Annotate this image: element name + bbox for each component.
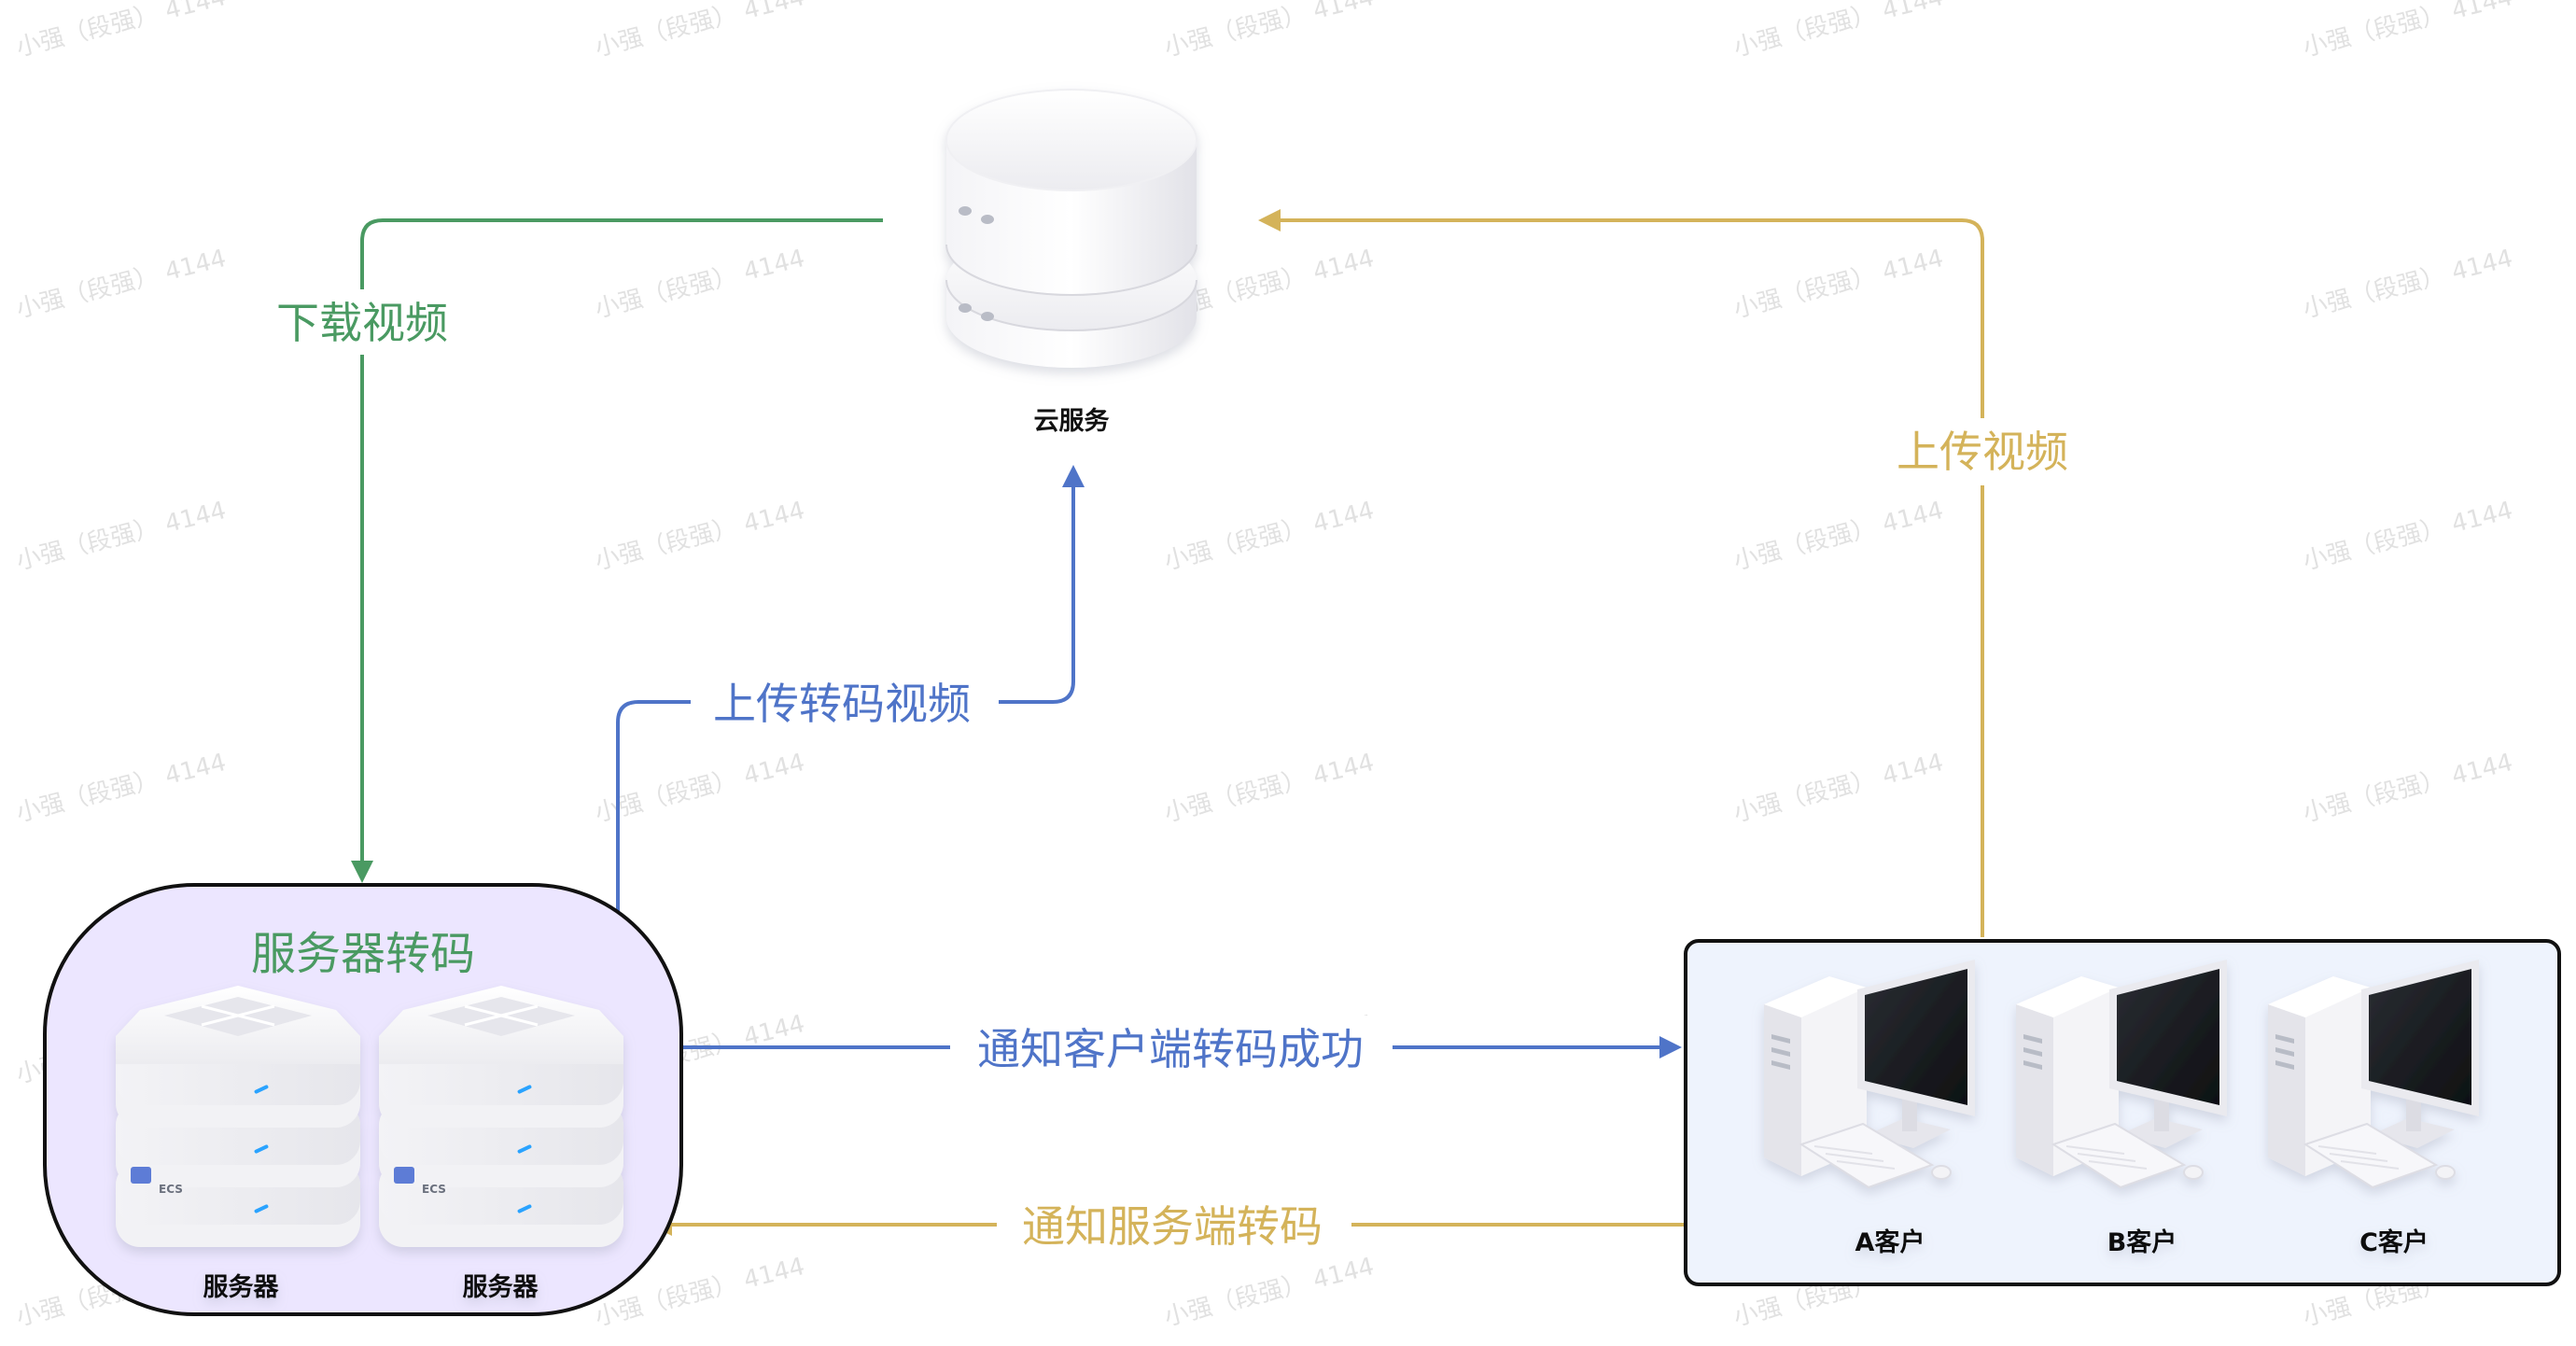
upload-video-label: 上传视频 [1897,427,2068,477]
client-label: B客户 [2107,1227,2177,1257]
watermark-text: 小强（段强） 4144 [592,497,807,576]
client-node[interactable]: A客户 [1764,960,1975,1257]
desktop-computer-icon [1764,960,1975,1189]
watermark-text: 小强（段强） 4144 [592,0,807,63]
watermark-text: 小强（段强） 4144 [1730,749,1946,828]
client-node[interactable]: C客户 [2268,960,2479,1257]
server-rack-icon: ECS [379,986,623,1247]
notify-server-edge: 通知服务端转码 [650,1193,1684,1260]
watermark-text: 小强（段强） 4144 [2300,245,2515,324]
watermark-text: 小强（段强） 4144 [1730,0,1946,63]
watermark-text: 小强（段强） 4144 [2300,749,2515,828]
ecs-badge: ECS [422,1183,446,1196]
watermark-text: 小强（段强） 4144 [1161,1253,1377,1332]
server-transcode-title: 服务器转码 [251,928,475,980]
cloud-service-node[interactable] [945,89,1197,368]
watermark-text: 小强（段强） 4144 [592,245,807,324]
watermark-text: 小强（段强） 4144 [2300,497,2515,576]
server-transcode-group[interactable]: 服务器转码 ECS 服务器 [43,883,683,1316]
watermark-text: 小强（段强） 4144 [1161,497,1377,576]
client-label: A客户 [1855,1227,1925,1257]
client-node[interactable]: B客户 [2016,960,2227,1257]
upload-video-edge: 上传视频 [1258,209,2085,937]
watermark-text: 小强（段强） 4144 [592,749,807,828]
notify-client-label: 通知客户端转码成功 [977,1024,1364,1074]
watermark-text: 小强（段强） 4144 [1730,245,1946,324]
watermark-text: 小强（段强） 4144 [1161,749,1377,828]
watermark-text: 小强（段强） 4144 [13,497,229,576]
client-label: C客户 [2359,1227,2429,1257]
notify-server-label: 通知服务端转码 [1022,1201,1323,1252]
ecs-badge: ECS [159,1183,183,1196]
watermark-text: 小强（段强） 4144 [13,245,229,324]
watermark-text: 小强（段强） 4144 [1161,0,1377,63]
desktop-computer-icon [2268,960,2479,1189]
notify-client-edge: 通知客户端转码成功 [681,1016,1682,1083]
upload-transcoded-label: 上传转码视频 [713,679,971,729]
watermark-text: 小强（段强） 4144 [2300,0,2515,63]
server-node[interactable]: ECS 服务器 [379,986,623,1302]
database-icon [945,89,1197,368]
clients-group[interactable]: A客户 B客户 C客户 [1684,939,2561,1286]
server-label: 服务器 [463,1273,539,1302]
server-label: 服务器 [203,1273,280,1302]
server-rack-icon: ECS [116,986,360,1247]
server-node[interactable]: ECS 服务器 [116,986,360,1302]
watermark-text: 小强（段强） 4144 [13,749,229,828]
desktop-computer-icon [2016,960,2227,1189]
download-video-label: 下载视频 [276,298,448,348]
watermark-text: 小强（段强） 4144 [1730,497,1946,576]
download-video-edge: 下载视频 [261,218,883,883]
cloud-service-label: 云服务 [1034,407,1110,436]
upload-transcoded-edge: 上传转码视频 [616,465,1085,933]
watermark-text: 小强（段强） 4144 [13,0,229,63]
